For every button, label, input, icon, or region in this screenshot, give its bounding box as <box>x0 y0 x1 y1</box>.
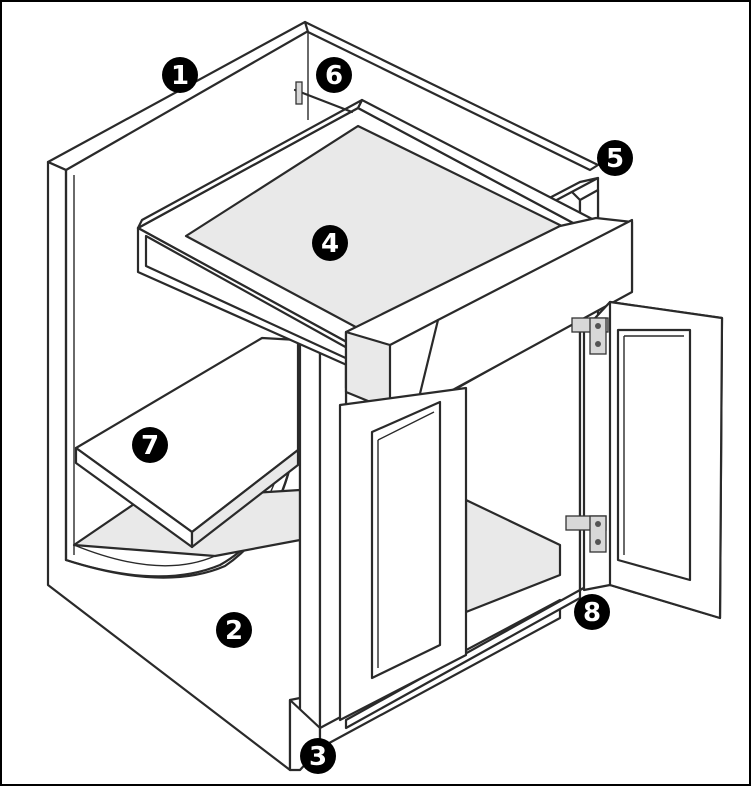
callout-4: 4 <box>312 225 348 261</box>
hinge-bottom <box>565 515 607 553</box>
callout-8-label: 8 <box>583 598 601 628</box>
callout-7-label: 7 <box>141 431 159 461</box>
callout-3-label: 3 <box>309 742 327 772</box>
hinge-top <box>571 317 609 355</box>
right-door <box>582 300 724 620</box>
callout-8: 8 <box>574 594 610 630</box>
callout-1: 1 <box>162 57 198 93</box>
callout-6: 6 <box>316 57 352 93</box>
callout-4-label: 4 <box>321 229 339 259</box>
callout-5: 5 <box>597 140 633 176</box>
callout-5-label: 5 <box>606 144 624 174</box>
adjustable-shelf <box>74 336 300 549</box>
callout-7: 7 <box>132 427 168 463</box>
callout-3: 3 <box>300 738 336 774</box>
callout-1-label: 1 <box>171 61 189 91</box>
callout-2: 2 <box>216 612 252 648</box>
callout-2-label: 2 <box>225 616 243 646</box>
callout-6-label: 6 <box>325 61 343 91</box>
drawer-front <box>344 216 634 412</box>
left-door <box>338 386 468 722</box>
